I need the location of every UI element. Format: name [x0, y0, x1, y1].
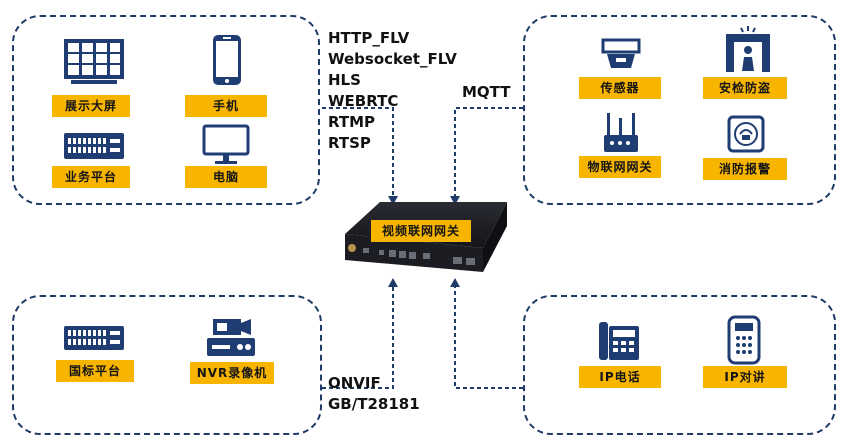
intercom-icon	[727, 315, 761, 365]
connector-top-right	[454, 107, 523, 200]
arrow-up-right	[450, 278, 460, 287]
protocol-mqtt: MQTT	[462, 83, 511, 101]
server-platform-icon	[64, 133, 124, 159]
device-label-ip-phone: IP电话	[579, 366, 661, 388]
protocol-rtmp: RTMP	[328, 113, 376, 131]
device-label-national-platform: 国标平台	[56, 360, 134, 382]
security-gate-icon	[726, 26, 770, 72]
device-label-business-platform: 业务平台	[52, 166, 130, 188]
arrow-down-right	[450, 196, 460, 205]
device-label-computer: 电脑	[185, 166, 267, 188]
device-label-security-check: 安检防盗	[703, 77, 787, 99]
input-protocol-list: ONVIF GB/T28181	[328, 373, 420, 415]
ip-phone-icon	[599, 322, 639, 360]
nvr-recorder-icon	[207, 319, 255, 356]
smoke-sensor-icon	[601, 38, 641, 68]
device-label-ip-intercom: IP对讲	[703, 366, 787, 388]
protocol-gbt28181: GB/T28181	[328, 395, 420, 413]
iot-devices-group	[523, 15, 836, 205]
protocol-onvif: ONVIF	[328, 374, 381, 392]
device-label-nvr: NVR录像机	[190, 362, 274, 384]
connector-bottom-left	[322, 285, 394, 389]
gateway-device-label: 视频联网网关	[371, 220, 471, 242]
output-protocol-list: HTTP_FLV Websocket_FLV HLS WEBRTC RTMP R…	[328, 28, 457, 154]
communication-devices-group	[523, 295, 836, 435]
device-label-fire-alarm: 消防报警	[703, 158, 787, 180]
phone-icon	[213, 35, 241, 85]
device-label-phone: 手机	[185, 95, 267, 117]
fire-alarm-icon	[727, 115, 765, 153]
protocol-webrtc: WEBRTC	[328, 92, 399, 110]
connector-lines	[322, 107, 523, 389]
protocol-http-flv: HTTP_FLV	[328, 29, 410, 47]
arrow-up-left	[388, 278, 398, 287]
monitor-icon	[202, 124, 250, 164]
protocol-hls: HLS	[328, 71, 361, 89]
server-platform-icon	[64, 326, 124, 350]
connector-bottom-right	[454, 285, 523, 389]
device-label-iot-gateway: 物联网网关	[579, 156, 661, 178]
device-label-sensor: 传感器	[579, 77, 661, 99]
output-devices-group	[12, 15, 320, 205]
protocol-rtsp: RTSP	[328, 134, 371, 152]
device-label-display-wall: 展示大屏	[52, 95, 130, 117]
protocol-websocket-flv: Websocket_FLV	[328, 50, 457, 68]
arrow-down-left	[388, 196, 398, 205]
connector-top-left	[322, 107, 394, 200]
iot-router-icon	[604, 113, 638, 152]
display-wall-icon	[64, 39, 124, 84]
